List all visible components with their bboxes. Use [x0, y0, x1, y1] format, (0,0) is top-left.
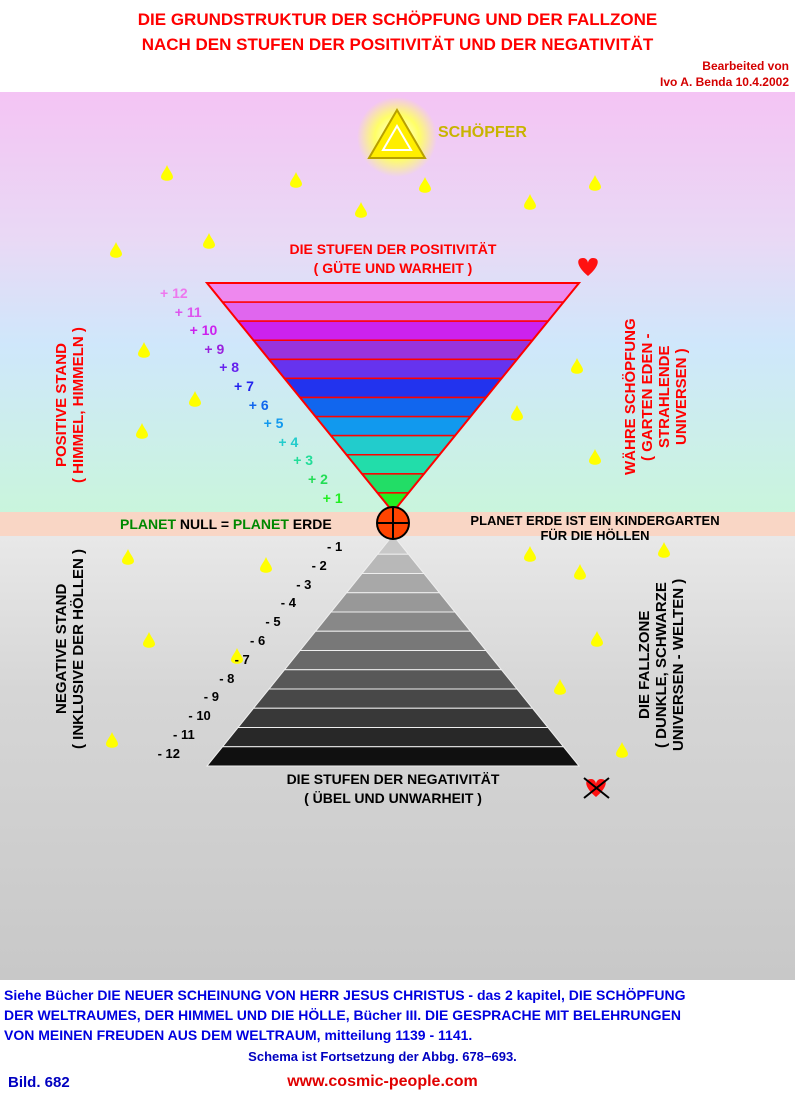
negative-level-band [345, 573, 441, 594]
negative-level-band [236, 707, 550, 728]
positive-level-label: + 4 [278, 433, 299, 450]
positive-level-label: + 5 [263, 415, 284, 432]
figure-number: Bild. 682 [8, 1074, 70, 1091]
light-drop-icon [189, 391, 201, 407]
light-drop-icon [511, 405, 523, 421]
credit-line2: Ivo A. Benda 10.4.2002 [660, 75, 789, 89]
creator-glow-icon [357, 97, 437, 177]
positive-level-band [251, 339, 535, 361]
light-drop-icon [143, 632, 155, 648]
positive-level-label: + 9 [204, 340, 225, 357]
positive-level-band [313, 415, 473, 437]
light-drop-icon [106, 732, 118, 748]
positive-level-label: + 1 [322, 489, 343, 506]
negative-level-label: - 1 [327, 539, 343, 554]
negative-level-band [314, 611, 472, 632]
light-drop-icon [161, 165, 173, 181]
negative-level-band [205, 746, 581, 767]
creator-label: SCHÖPFER [438, 124, 527, 141]
positive-level-label: + 8 [219, 359, 240, 376]
positive-level-band [220, 301, 566, 322]
negative-level-label: - 7 [234, 651, 250, 667]
positive-level-label: + 2 [308, 471, 328, 487]
light-drop-icon [138, 342, 150, 358]
planet-null-label: PLANET NULL = PLANET ERDE [120, 516, 332, 532]
light-drop-icon [554, 679, 566, 695]
negative-level-band [329, 592, 457, 613]
positive-triangle-outline [204, 282, 582, 514]
light-drop-icon [616, 742, 628, 758]
light-drop-icon [231, 648, 243, 664]
book-reference-note: Siehe Bücher DIE NEUER SCHEINUNG VON HER… [4, 987, 686, 1043]
negative-level-label: - 2 [311, 557, 327, 573]
negative-level-band [360, 553, 426, 574]
positive-level-band [360, 473, 426, 494]
positive-level-label: + 7 [234, 378, 254, 394]
positive-level-band [267, 358, 519, 380]
planet-earth-icon [376, 506, 410, 540]
light-drop-icon [658, 542, 670, 558]
negative-level-label: - 12 [157, 745, 180, 761]
positive-stand-label: POSITIVE STAND( HIMMEL, HIMMELN ) [53, 327, 87, 483]
positive-level-band [282, 377, 504, 399]
light-drop-icon [524, 546, 536, 562]
negative-levels-triangle [205, 534, 581, 767]
negative-level-label: - 6 [250, 633, 266, 648]
website-link[interactable]: www.cosmic-people.com [287, 1073, 478, 1090]
light-drop-icon [260, 557, 272, 573]
crossed-heart-icon [583, 777, 610, 799]
footer-area [0, 980, 795, 1096]
light-drop-icon [574, 564, 586, 580]
negative-level-label: - 8 [219, 670, 235, 686]
negative-level-band [298, 630, 488, 651]
negative-level-label: - 3 [296, 576, 312, 592]
page-title-line2: NACH DEN STUFEN DER POSITIVITÄT UND DER … [141, 35, 654, 54]
positive-level-label: + 3 [293, 452, 314, 469]
negative-level-label: - 5 [265, 614, 281, 630]
light-drop-icon [571, 358, 583, 374]
negative-level-label: - 4 [280, 595, 296, 611]
positive-level-band [236, 320, 550, 341]
negative-level-band [221, 727, 565, 748]
light-drop-icon [355, 202, 367, 218]
negative-level-band [283, 650, 503, 671]
positive-level-label: + 6 [248, 396, 269, 413]
positive-heading: DIE STUFEN DER POSITIVITÄT [289, 241, 497, 257]
credit-line1: Bearbeited von [702, 59, 789, 73]
light-drop-icon [110, 242, 122, 258]
light-drop-icon [122, 549, 134, 565]
positive-level-band [298, 396, 488, 418]
negative-stand-label: NEGATIVE STAND( INKLUSIVE DER HÖLLEN ) [53, 549, 87, 750]
positive-level-label: + 11 [174, 303, 202, 320]
negative-level-label: - 9 [203, 689, 219, 705]
positive-level-band [205, 282, 581, 303]
positive-subheading: ( GÜTE UND WARHEIT ) [313, 260, 473, 276]
light-drop-icon [524, 194, 536, 210]
true-creation-label: WÄHRE SCHÖPFUNG( GARTEN EDEN -STRAHLENDE… [622, 318, 690, 476]
negative-heading: DIE STUFEN DER NEGATIVITÄT [286, 771, 500, 787]
heart-icon [578, 258, 598, 276]
light-drop-icon [290, 172, 302, 188]
positive-level-band [329, 434, 457, 456]
light-drop-icon [589, 175, 601, 191]
negative-subheading: ( ÜBEL UND UNWARHEIT ) [304, 790, 482, 806]
schema-note: Schema ist Fortsetzung der Abbg. 678−693… [248, 1049, 517, 1064]
light-drop-icon [419, 177, 431, 193]
light-drop-icon [136, 423, 148, 439]
page-title-line1: DIE GRUNDSTRUKTUR DER SCHÖPFUNG UND DER … [137, 10, 658, 29]
light-drops [106, 165, 670, 758]
light-drop-icon [203, 233, 215, 249]
negative-level-band [267, 669, 519, 690]
negative-level-label: - 10 [188, 708, 211, 724]
positive-level-label: + 12 [160, 285, 188, 301]
positive-level-label: + 10 [189, 322, 218, 339]
light-drop-icon [591, 631, 603, 647]
light-drop-icon [589, 449, 601, 465]
negative-level-band [252, 688, 534, 709]
negative-level-label: - 11 [173, 727, 195, 742]
